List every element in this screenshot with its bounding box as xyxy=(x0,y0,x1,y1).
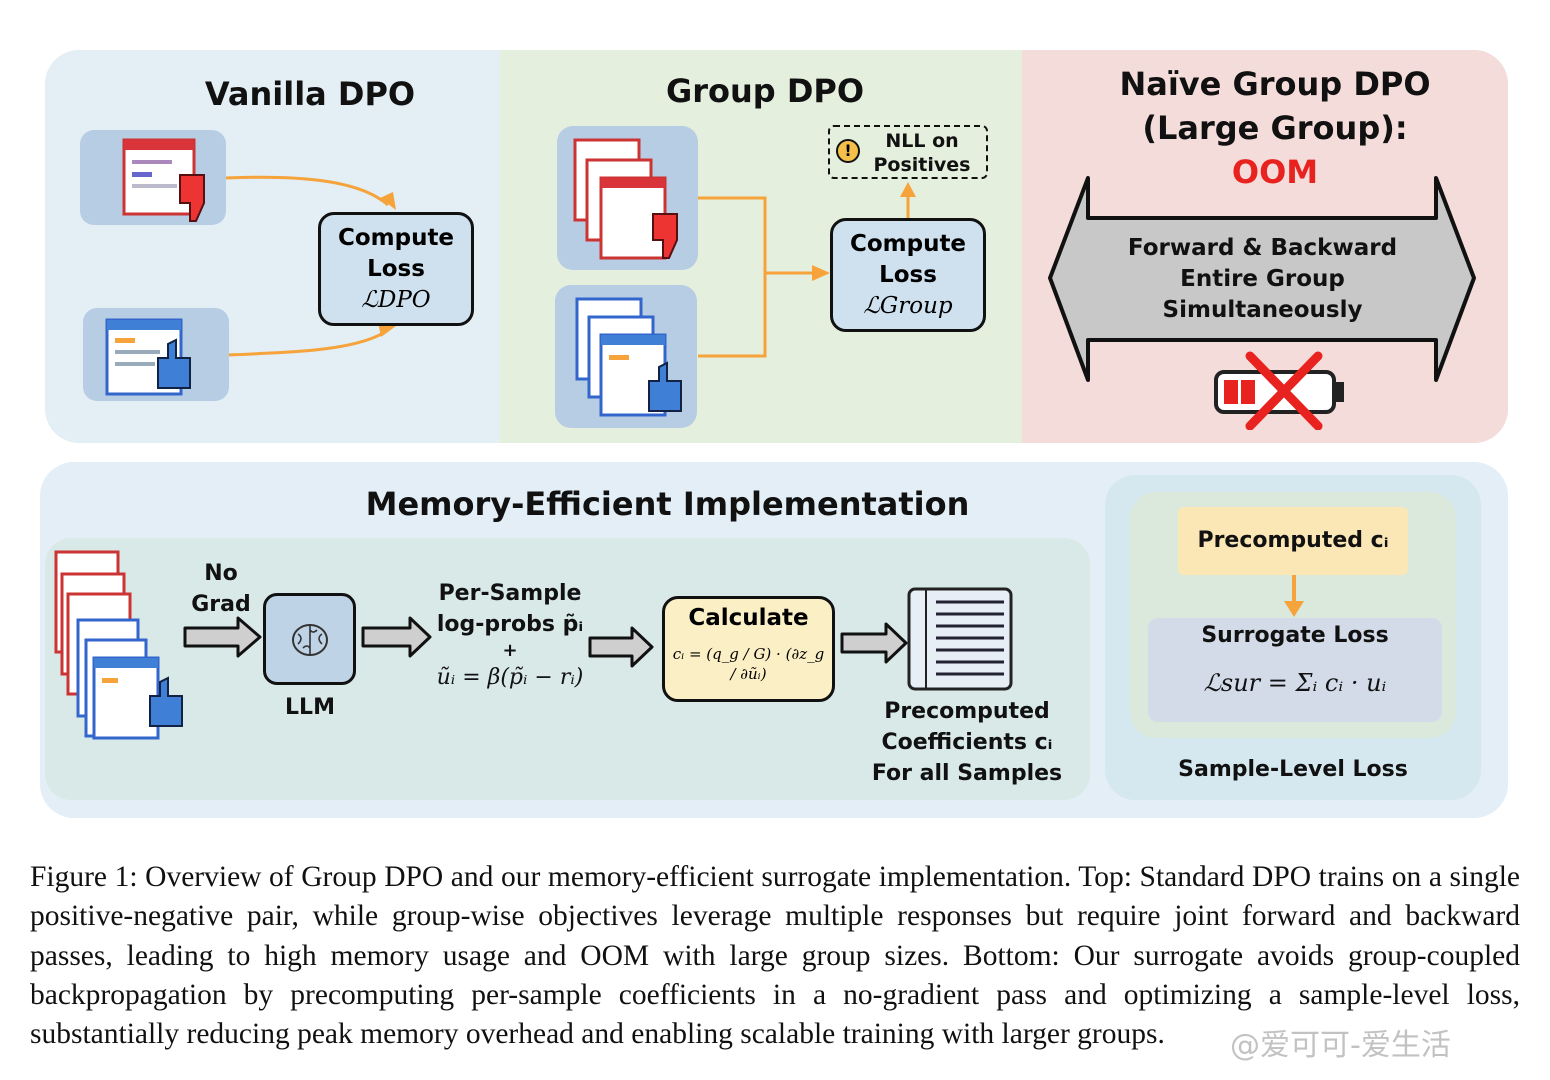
memory-efficient-title: Memory-Efficient Implementation xyxy=(365,485,970,523)
precomputed-ci-box: Precomputed cᵢ xyxy=(1178,507,1408,575)
coefficient-list-icon xyxy=(907,587,1013,691)
nll-note-box: ! NLL on Positives xyxy=(828,125,988,179)
no-grad-line: Grad xyxy=(191,592,251,617)
box-line: Compute xyxy=(337,225,455,251)
dead-battery-icon xyxy=(1214,351,1344,430)
loss-symbol: ℒDPO xyxy=(361,287,431,313)
per-sample-text: Per-Sample log-probs p̃ᵢ + ũᵢ = β(p̃ᵢ − … xyxy=(405,578,615,693)
precomputed-line: For all Samples xyxy=(871,761,1063,786)
vanilla-arrows xyxy=(224,175,396,357)
positive-response-icon xyxy=(83,308,229,401)
positive-group-icon xyxy=(555,285,697,428)
per-sample-line: log-probs p̃ᵢ xyxy=(436,612,584,637)
naive-group-title: Naïve Group DPO (Large Group): OOM xyxy=(1060,62,1490,194)
precomputed-line: Coefficients cᵢ xyxy=(881,730,1053,755)
arrow-line: Simultaneously xyxy=(1162,297,1363,323)
title-line: Naïve Group DPO xyxy=(1119,65,1431,103)
note-line: Positives xyxy=(873,154,971,176)
group-arrows xyxy=(698,182,916,358)
no-grad-line: No xyxy=(204,561,238,586)
oom-label: OOM xyxy=(1231,153,1319,191)
response-stack-icon xyxy=(54,550,183,740)
nll-note-text: NLL on Positives xyxy=(862,129,982,177)
double-arrow xyxy=(1048,176,1476,382)
coefficient-formula: cᵢ = (q_g / G) · (∂z_g / ∂ũᵢ) xyxy=(672,645,825,683)
llm-label: LLM xyxy=(285,695,335,720)
box-line: Compute xyxy=(849,231,967,257)
group-compute-loss-box: Compute Loss ℒGroup xyxy=(830,218,986,332)
no-grad-label: No Grad xyxy=(185,558,257,620)
precomputed-coefficients-label: Precomputed Coefficients cᵢ For all Samp… xyxy=(862,696,1072,789)
sample-level-loss-label: Sample-Level Loss xyxy=(1178,757,1408,782)
figure-caption: Figure 1: Overview of Group DPO and our … xyxy=(30,861,1520,1051)
surrogate-label: Surrogate Loss xyxy=(1201,623,1389,648)
title-line: (Large Group): xyxy=(1142,109,1408,147)
per-sample-line: Per-Sample xyxy=(438,581,582,606)
box-line: Loss xyxy=(879,262,937,288)
watermark: @爱可可-爱生活 xyxy=(1230,1028,1451,1063)
arrow-line: Entire Group xyxy=(1180,266,1345,292)
brain-icon xyxy=(291,624,328,656)
per-sample-line: + xyxy=(502,640,518,661)
surrogate-formula: ℒsur = Σᵢ cᵢ · uᵢ xyxy=(1203,669,1387,697)
llm-box xyxy=(263,593,356,685)
surrogate-loss-box: Surrogate Loss ℒsur = Σᵢ cᵢ · uᵢ xyxy=(1148,618,1442,722)
calculate-box: Calculate cᵢ = (q_g / G) · (∂z_g / ∂ũᵢ) xyxy=(662,596,835,702)
warning-icon: ! xyxy=(836,139,860,163)
negative-group-icon xyxy=(557,126,698,270)
forward-backward-text: Forward & Backward Entire Group Simultan… xyxy=(1090,233,1435,326)
vanilla-dpo-title: Vanilla DPO xyxy=(204,75,416,113)
calculate-label: Calculate xyxy=(688,605,809,631)
vanilla-compute-loss-box: Compute Loss ℒDPO xyxy=(318,212,474,326)
box-line: Loss xyxy=(367,256,425,282)
utility-formula: ũᵢ = β(p̃ᵢ − rᵢ) xyxy=(436,665,584,690)
note-line: NLL on xyxy=(885,130,959,152)
precomputed-line: Precomputed xyxy=(884,699,1050,724)
down-arrow xyxy=(1284,575,1304,617)
flow-arrows xyxy=(183,616,908,668)
negative-response-icon xyxy=(80,130,226,225)
loss-symbol: ℒGroup xyxy=(863,293,953,319)
arrow-line: Forward & Backward xyxy=(1127,235,1398,261)
group-dpo-title: Group DPO xyxy=(665,72,865,110)
